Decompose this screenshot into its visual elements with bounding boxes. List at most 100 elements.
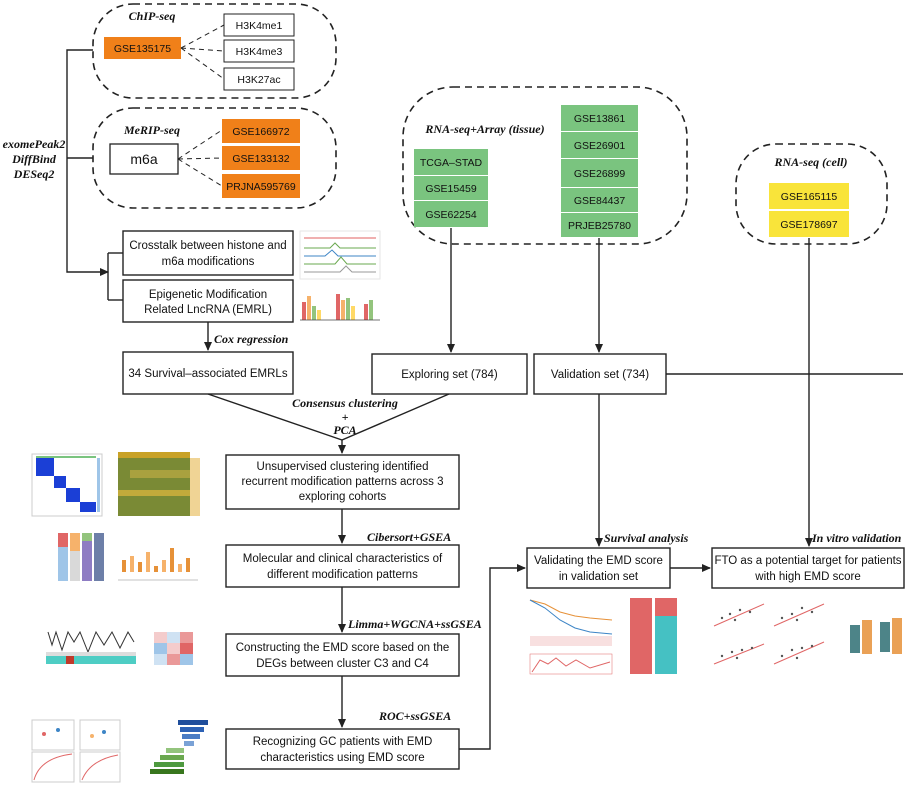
merip-seq-title: MeRIP-seq [123,123,180,137]
m6a-label: m6a [130,151,157,167]
merip-gse-label-1: GSE166972 [232,126,289,138]
chip-mark-box-2 [223,39,295,63]
chip-mark-box-1 [223,13,295,37]
validation-dataset-box-2 [561,132,638,158]
recognizing-line-2: characteristics using EMD score [260,752,424,764]
exploring-dataset-label-2: GSE15459 [425,183,477,195]
label-cox-regression: Cox regression [214,332,289,346]
rnaseq-tissue-dashed-frame [402,86,688,245]
survival-emrls-label: 34 Survival–associated EMRLs [128,368,287,380]
label-limma-wgcna: Limma+WGCNA+ssGSEA [347,617,482,631]
emrl-bar-thumbnail [298,284,382,324]
exploring-dataset-box-1 [414,149,488,175]
label-in-vitro-validation: In vitro validation [811,531,902,545]
cell-dataset-box-1 [769,183,849,209]
validation-dataset-label-2: GSE26901 [574,140,626,152]
exploring-set-box [371,353,528,395]
merip-gse-box-2 [222,146,300,170]
exploring-dataset-box-2 [414,176,488,200]
emrl-line-1: Epigenetic Modification [149,289,267,301]
km-survival-thumbnail [527,594,615,684]
validation-dataset-box-5 [561,213,638,237]
validation-dataset-label-5: PRJEB25780 [568,220,631,232]
chip-seq-title: ChIP-seq [129,9,176,23]
molecular-line-2: different modification patterns [267,569,418,581]
label-cibersort-gsea: Cibersort+GSEA [367,530,451,544]
heatmap-thumbnail [118,452,200,516]
row1-boxes: 34 Survival–associated EMRLs Exploring s… [122,351,667,395]
label-pca: PCA [333,423,356,437]
merip-gse-box-3 [222,174,300,198]
ssgsea-bar-thumbnail [150,720,208,774]
merge-line-left [207,393,343,441]
validation-set-label: Validation set (734) [551,369,649,381]
chip-seq-dashed-frame [92,3,337,99]
consensus-matrix-thumbnail [31,453,103,517]
rnaseq-tissue-group: RNA-seq+Array (tissue) TCGA–STAD GSE1545… [402,86,688,245]
unsupervised-line-2: recurrent modification patterns across 3 [242,476,444,488]
unsupervised-line-3: exploring cohorts [299,491,387,503]
merip-connector-2 [177,157,223,160]
rnaseq-tissue-title: RNA-seq+Array (tissue) [424,122,544,136]
correlation-heatmap-thumbnail [154,632,193,665]
rnaseq-cell-title: RNA-seq (cell) [774,155,848,169]
exploring-dataset-box-3 [414,201,488,227]
stacked-bar-thumbnail [58,533,104,581]
constructing-line-1: Constructing the EMD score based on the [236,642,450,654]
label-plus: + [342,410,349,424]
rnaseq-cell-dashed-frame [735,143,888,245]
tools-label-bg [2,137,64,183]
validating-line-2: in validation set [559,571,639,583]
crosstalk-emrl-group: Crosstalk between histone and m6a modifi… [107,230,382,324]
boxplot-thumbnail [118,548,198,581]
fto-line-1: FTO as a potential target for patients [714,555,901,567]
scatter-thumbnail [712,598,826,668]
proportion-bar-thumbnail [630,598,677,674]
recognizing-box [225,728,460,770]
merip-gse-label-2: GSE133132 [232,153,289,165]
merip-gse-label-3: PRJNA595769 [226,181,296,193]
crosstalk-line-2: m6a modifications [162,256,255,268]
merip-connector-1 [177,129,223,160]
merip-gse-box-1 [222,119,300,143]
molecular-line-1: Molecular and clinical characteristics o… [243,553,443,565]
emrl-line-2: Related LncRNA (EMRL) [144,304,272,316]
chip-connector-2 [180,47,225,52]
constructing-line-2: DEGs between cluster C3 and C4 [256,658,429,670]
fto-boxplot-thumbnail [842,605,910,677]
rnaseq-cell-group: RNA-seq (cell) GSE165115 GSE178697 [735,143,888,245]
tool-label-diffbind: DiffBind [11,152,57,166]
validation-dataset-label-1: GSE13861 [574,113,626,125]
validating-line-1: Validating the EMD score [534,555,663,567]
merip-seq-group: MeRIP-seq m6a GSE166972 GSE133132 PRJNA5… [92,107,337,209]
label-survival-analysis: Survival analysis [604,531,689,545]
chip-connector-3 [180,47,225,80]
tools-bracket-line [66,49,109,276]
fto-box [711,547,905,589]
chip-mark-label-2: H3K4me3 [236,46,283,58]
validation-dataset-box-1 [561,105,638,131]
chip-gse-label: GSE135175 [114,43,171,55]
validation-dataset-box-3 [561,159,638,187]
tool-label-deseq2: DESeq2 [13,167,55,181]
emrl-box [122,279,294,323]
label-consensus-clustering: Consensus clustering [292,396,398,410]
flow-connectors [204,228,903,750]
cell-dataset-label-2: GSE178697 [780,219,837,231]
merip-connector-3 [177,158,223,187]
m6a-box [109,143,179,175]
method-labels: Cox regression Consensus clustering + PC… [214,332,902,723]
exploring-dataset-label-1: TCGA–STAD [420,157,483,169]
exploring-set-label: Exploring set (784) [401,369,498,381]
validation-dataset-label-4: GSE84437 [574,195,626,207]
chip-mark-label-3: H3K27ac [237,74,280,86]
chip-gse-box [104,37,181,59]
cell-dataset-label-1: GSE165115 [781,191,838,203]
cell-dataset-box-2 [769,211,849,237]
validating-box [526,547,671,589]
unsupervised-box [225,454,460,510]
chip-mark-box-3 [223,67,295,91]
crosstalk-box [122,230,294,276]
wgcna-dendrogram-thumbnail [46,630,136,664]
label-roc-ssgsea: ROC+ssGSEA [378,709,451,723]
